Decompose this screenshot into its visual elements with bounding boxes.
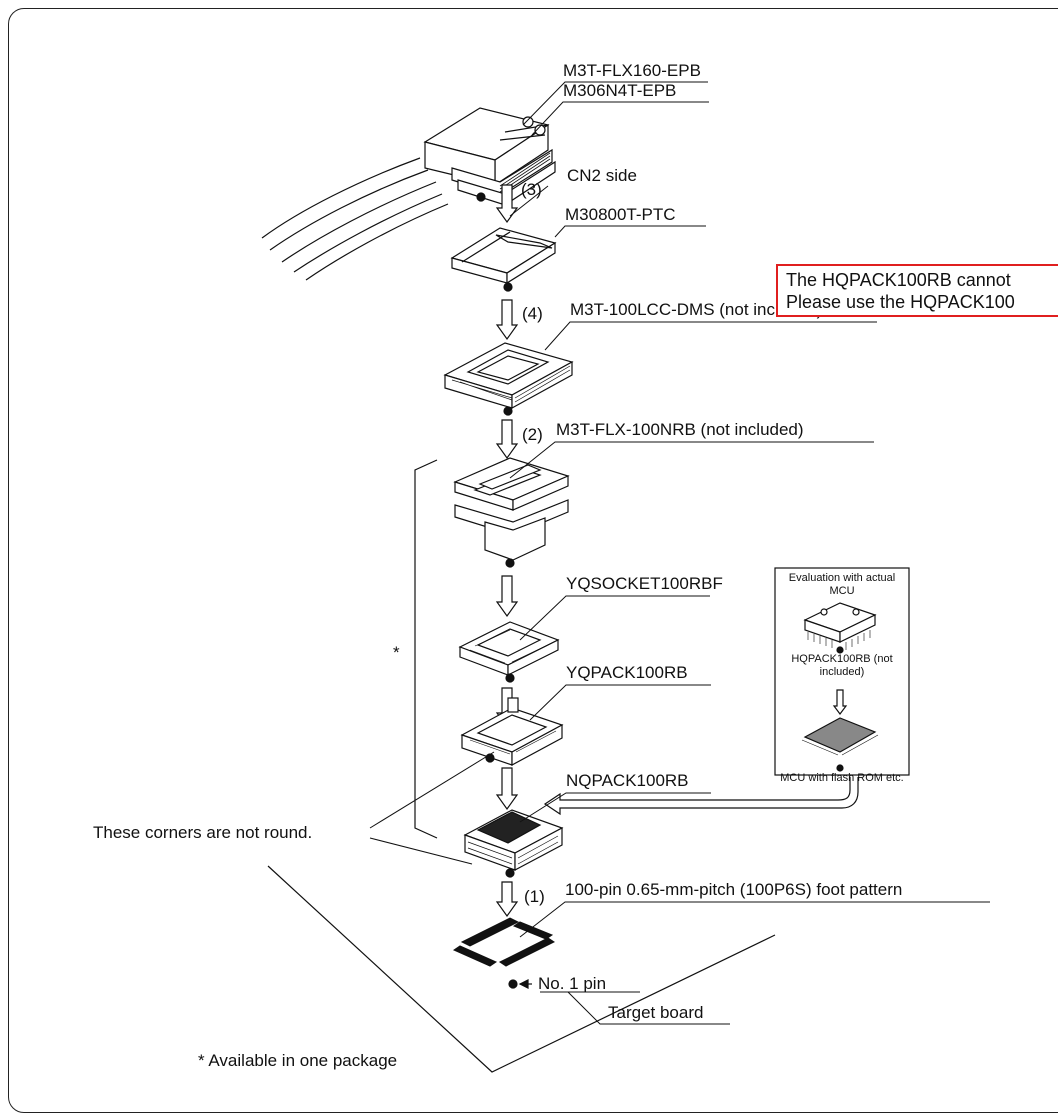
leader-lines (369, 81, 990, 1025)
yqpack-icon (460, 697, 564, 767)
pin-converter-icon (450, 227, 557, 285)
emulator-cable-icon (261, 157, 449, 281)
label-asterisk: * (393, 643, 400, 662)
foot-pattern-icon (452, 917, 555, 967)
label-yqpack: YQPACK100RB (566, 663, 688, 682)
label-nrb: M3T-FLX-100NRB (not included) (556, 420, 804, 439)
package-bracket (414, 459, 438, 839)
label-step4: (4) (522, 304, 543, 323)
notice-line-1: The HQPACK100RB cannot (786, 270, 1011, 290)
label-package-note: * Available in one package (198, 1051, 398, 1070)
flexible-board-icon (453, 457, 570, 561)
eval-to-nqpack-arrow-icon (543, 777, 859, 816)
arrow-2-icon (495, 419, 519, 460)
mcu-chip-icon (801, 717, 879, 756)
notice-line-2: Please use the HQPACK100 (786, 292, 1015, 312)
hqpack-icon (803, 602, 877, 650)
pin1-marker-icon (476, 192, 486, 202)
label-corners-note: These corners are not round. (93, 823, 313, 842)
arrow-socket-icon (495, 575, 519, 618)
label-cn2: CN2 side (567, 166, 637, 185)
label-yqsocket: YQSOCKET100RBF (566, 574, 723, 593)
label-step2: (2) (522, 425, 543, 444)
label-pin1: No. 1 pin (538, 974, 607, 993)
eval-arrow-icon (832, 689, 848, 715)
lcc-socket-icon (443, 342, 574, 410)
label-n4t: M306N4T-EPB (563, 81, 677, 100)
label-step1: (1) (524, 887, 545, 906)
notice-box: The HQPACK100RB cannot Please use the HQ… (776, 264, 1058, 317)
arrow-nqpack-icon (495, 767, 519, 811)
label-step3: (3) (521, 180, 542, 199)
label-foot: 100-pin 0.65-mm-pitch (100P6S) foot patt… (565, 880, 903, 899)
arrow-1-icon (495, 881, 519, 918)
eval-box-hq: HQPACK100RB (not included) (791, 653, 893, 678)
arrow-4-icon (495, 299, 519, 341)
eval-box-title: Evaluation with actual MCU (788, 572, 896, 597)
label-dms: M3T-100LCC-DMS (not included) (570, 300, 823, 319)
target-board-outline (267, 865, 776, 1073)
label-ptc: M30800T-PTC (565, 205, 676, 224)
label-nqpack: NQPACK100RB (566, 771, 689, 790)
label-target: Target board (608, 1003, 704, 1022)
pin1-dot-icon (508, 979, 518, 989)
pin1-arrow-icon (518, 979, 529, 989)
yqsocket-icon (458, 621, 560, 676)
label-flx160: M3T-FLX160-EPB (563, 61, 701, 80)
nqpack-icon (463, 809, 564, 871)
eval-box-mcu: MCU with flash ROM etc. (780, 772, 904, 784)
